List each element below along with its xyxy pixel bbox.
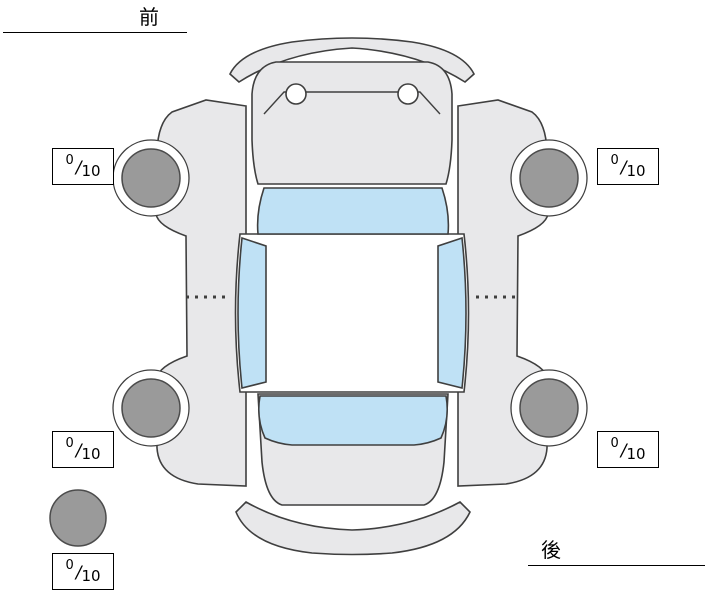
tire-spare: [49, 489, 107, 547]
front-bumper: [229, 37, 475, 83]
rear-label: 後: [541, 538, 561, 562]
rear-underline: [528, 565, 705, 566]
front-label: 前: [139, 5, 159, 29]
rear-bumper: [235, 501, 471, 556]
score-max: 10: [81, 444, 101, 463]
score-box-rear-left: 0 / 10: [52, 431, 114, 468]
score-value: 0: [610, 153, 619, 168]
score-box-rear-right: 0 / 10: [597, 431, 659, 468]
rear-window: [258, 395, 448, 446]
score-value: 0: [65, 153, 74, 168]
cowl-line: [263, 91, 441, 115]
score-max: 10: [81, 161, 101, 180]
windshield: [256, 187, 450, 235]
washer-nozzle-left: [285, 83, 307, 105]
tire-rear-right: [519, 378, 579, 438]
score-value: 0: [65, 436, 74, 451]
front-underline: [3, 32, 187, 33]
score-value: 0: [65, 558, 74, 573]
tire-front-right: [519, 148, 579, 208]
roof-panel: [234, 233, 470, 393]
score-slash: /: [75, 157, 82, 178]
score-slash: /: [620, 440, 627, 461]
right-side-window: [437, 236, 467, 389]
score-max: 10: [81, 566, 101, 585]
left-side-window: [237, 236, 267, 389]
score-slash: /: [75, 562, 82, 583]
hood: [251, 61, 453, 185]
score-box-front-right: 0 / 10: [597, 148, 659, 185]
score-value: 0: [610, 436, 619, 451]
tire-rear-left: [121, 378, 181, 438]
score-slash: /: [620, 157, 627, 178]
score-box-spare: 0 / 10: [52, 553, 114, 590]
score-max: 10: [626, 161, 646, 180]
score-box-front-left: 0 / 10: [52, 148, 114, 185]
tire-front-left: [121, 148, 181, 208]
score-slash: /: [75, 440, 82, 461]
washer-nozzle-right: [397, 83, 419, 105]
score-max: 10: [626, 444, 646, 463]
